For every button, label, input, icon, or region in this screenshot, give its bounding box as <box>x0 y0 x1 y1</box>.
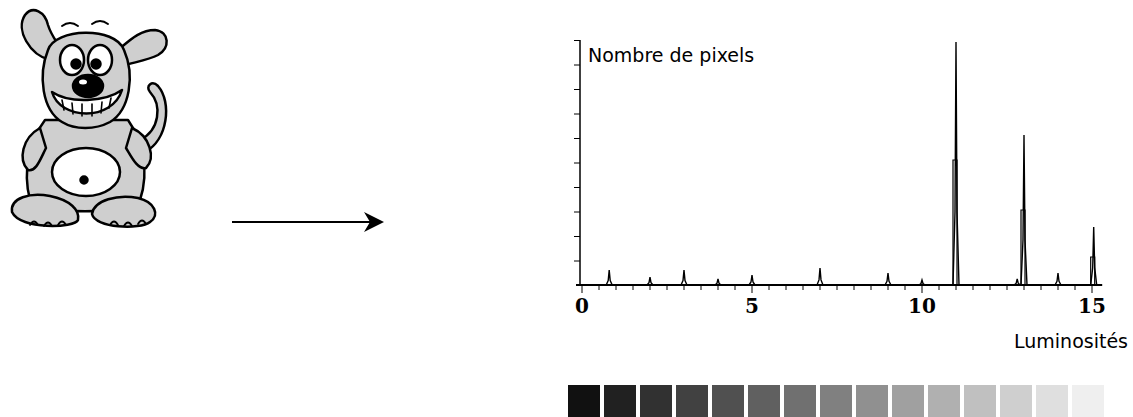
gray-swatch <box>856 385 888 417</box>
gray-swatch <box>676 385 708 417</box>
gray-swatch <box>712 385 744 417</box>
y-tick <box>574 261 580 262</box>
histogram-bar <box>953 160 957 285</box>
histogram-peak <box>953 42 959 285</box>
y-tick <box>574 40 580 41</box>
gray-swatch <box>1072 385 1104 417</box>
gray-swatch <box>1036 385 1068 417</box>
y-tick <box>574 138 580 139</box>
x-axis <box>576 284 1102 286</box>
gray-swatch <box>568 385 600 417</box>
x-tick <box>973 285 974 290</box>
histogram-peak <box>1091 227 1097 285</box>
histogram-peak <box>1055 273 1061 285</box>
x-tick <box>1058 285 1059 290</box>
x-tick <box>888 285 889 290</box>
x-tick <box>922 285 923 293</box>
gray-swatch <box>1108 385 1133 417</box>
y-tick <box>574 65 580 66</box>
histogram-peak <box>606 270 612 285</box>
axis-title: Nombre de pixels <box>588 46 754 65</box>
x-tick <box>803 285 804 290</box>
histogram-peak <box>749 275 755 285</box>
y-tick <box>574 163 580 164</box>
x-tick <box>650 285 651 290</box>
x-tick <box>1024 285 1025 290</box>
x-tick <box>1041 285 1042 290</box>
histogram-bar <box>1091 257 1095 285</box>
y-tick <box>574 212 580 213</box>
gray-swatch <box>892 385 924 417</box>
x-tick <box>616 285 617 290</box>
tick-label: 5 <box>745 296 759 316</box>
x-tick <box>1092 285 1093 293</box>
x-tick <box>769 285 770 290</box>
dog-illustration <box>12 10 167 226</box>
x-tick <box>752 285 753 293</box>
histogram-peak <box>647 277 653 285</box>
y-tick <box>574 236 580 237</box>
x-tick <box>667 285 668 290</box>
x-tick <box>820 285 821 290</box>
x-tick <box>956 285 957 290</box>
histogram-peak <box>817 268 823 285</box>
histogram-peak <box>919 280 925 285</box>
histogram-peak <box>885 273 891 285</box>
x-tick <box>786 285 787 290</box>
histogram <box>574 40 1102 293</box>
x-tick <box>905 285 906 290</box>
gray-swatch <box>820 385 852 417</box>
gray-swatch <box>784 385 816 417</box>
x-tick <box>837 285 838 290</box>
gray-swatch <box>1000 385 1032 417</box>
transform-arrow <box>232 221 382 223</box>
x-tick <box>599 285 600 290</box>
x-tick <box>735 285 736 290</box>
grayscale-strip <box>568 385 1133 417</box>
histogram-peak <box>1021 135 1027 285</box>
x-tick <box>1075 285 1076 290</box>
gray-swatch <box>640 385 672 417</box>
tick-label: 10 <box>908 296 936 316</box>
x-tick <box>854 285 855 290</box>
x-tick <box>582 285 583 293</box>
histogram-peak <box>681 270 687 285</box>
histogram-peak <box>1014 279 1020 285</box>
tick-label: 0 <box>575 296 589 316</box>
x-tick <box>718 285 719 290</box>
gray-swatch <box>604 385 636 417</box>
x-tick <box>990 285 991 290</box>
x-tick <box>633 285 634 290</box>
x-tick <box>684 285 685 290</box>
y-tick <box>574 89 580 90</box>
gray-swatch <box>964 385 996 417</box>
gray-swatch <box>928 385 960 417</box>
gray-swatch <box>748 385 780 417</box>
histogram-bar <box>1021 210 1025 285</box>
x-tick <box>939 285 940 290</box>
x-tick <box>1007 285 1008 290</box>
tick-label: 15 <box>1078 296 1106 316</box>
x-tick <box>701 285 702 290</box>
y-tick <box>574 187 580 188</box>
y-tick <box>574 114 580 115</box>
histogram-peak <box>715 279 721 285</box>
axis-title: Luminosités <box>1014 332 1128 351</box>
x-tick <box>871 285 872 290</box>
